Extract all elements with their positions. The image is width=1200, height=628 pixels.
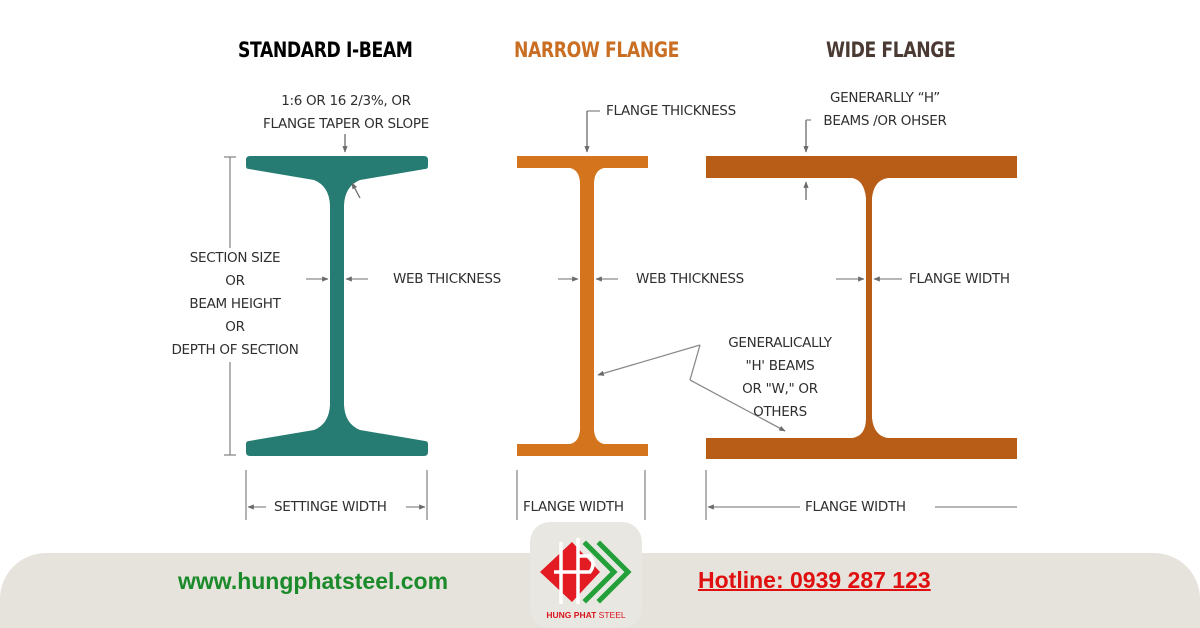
section-label-line5: DEPTH OF SECTION (171, 342, 299, 358)
flange-width-wide-label: FLANGE WIDTH (805, 499, 906, 515)
hung-phat-logo[interactable]: HUNG PHAT STEEL (530, 522, 642, 628)
title-standard-i-beam: STANDARD I-BEAM (238, 38, 413, 62)
flange-width-narrow-label: FLANGE WIDTH (523, 499, 624, 515)
narrow-flange-beam-shape (517, 156, 648, 456)
logo-suffix: STEEL (598, 610, 626, 620)
section-size-label: SECTION SIZE OR BEAM HEIGHT OR DEPTH OF … (170, 247, 300, 362)
logo-text: HUNG PHAT STEEL (530, 610, 642, 620)
generalically-line3: OR "W," OR (742, 381, 818, 397)
section-label-line3: BEAM HEIGHT (189, 296, 281, 312)
generalically-line2: "H' BEAMS (745, 358, 815, 374)
web-thickness-std-label: WEB THICKNESS (393, 271, 501, 287)
logo-brand: HUNG PHAT (546, 610, 597, 620)
flange-thickness-label: FLANGE THICKNESS (606, 103, 736, 119)
generarlly-line1: GENERARLLY “H” (830, 90, 940, 106)
generalically-label: GENERALICALLY "H' BEAMS OR "W," OR OTHER… (710, 332, 850, 424)
hp-logo-icon (540, 538, 632, 604)
generarlly-line2: BEAMS /OR OHSER (823, 113, 947, 129)
taper-label-line1: 1:6 OR 16 2/3%, OR (281, 93, 411, 109)
taper-label-line2: FLANGE TAPER OR SLOPE (263, 116, 429, 132)
section-label-line4: OR (225, 319, 245, 335)
generalically-line4: OTHERS (753, 404, 807, 420)
section-label-line2: OR (225, 273, 245, 289)
standard-i-beam-shape (246, 156, 428, 456)
generarlly-label: GENERARLLY “H” BEAMS /OR OHSER (806, 87, 964, 133)
section-label-line1: SECTION SIZE (189, 250, 281, 266)
flange-width-wide-web-label: FLANGE WIDTH (909, 271, 1010, 287)
generalically-line1: GENERALICALLY (728, 335, 832, 351)
title-narrow-flange: NARROW FLANGE (514, 38, 679, 62)
website-link[interactable]: www.hungphatsteel.com (178, 568, 449, 594)
settinge-width-label: SETTINGE WIDTH (274, 499, 387, 515)
hotline-link[interactable]: Hotline: 0939 287 123 (698, 567, 931, 593)
taper-label: 1:6 OR 16 2/3%, OR FLANGE TAPER OR SLOPE (246, 90, 446, 136)
title-wide-flange: WIDE FLANGE (826, 38, 956, 62)
web-thickness-narrow-label: WEB THICKNESS (636, 271, 744, 287)
